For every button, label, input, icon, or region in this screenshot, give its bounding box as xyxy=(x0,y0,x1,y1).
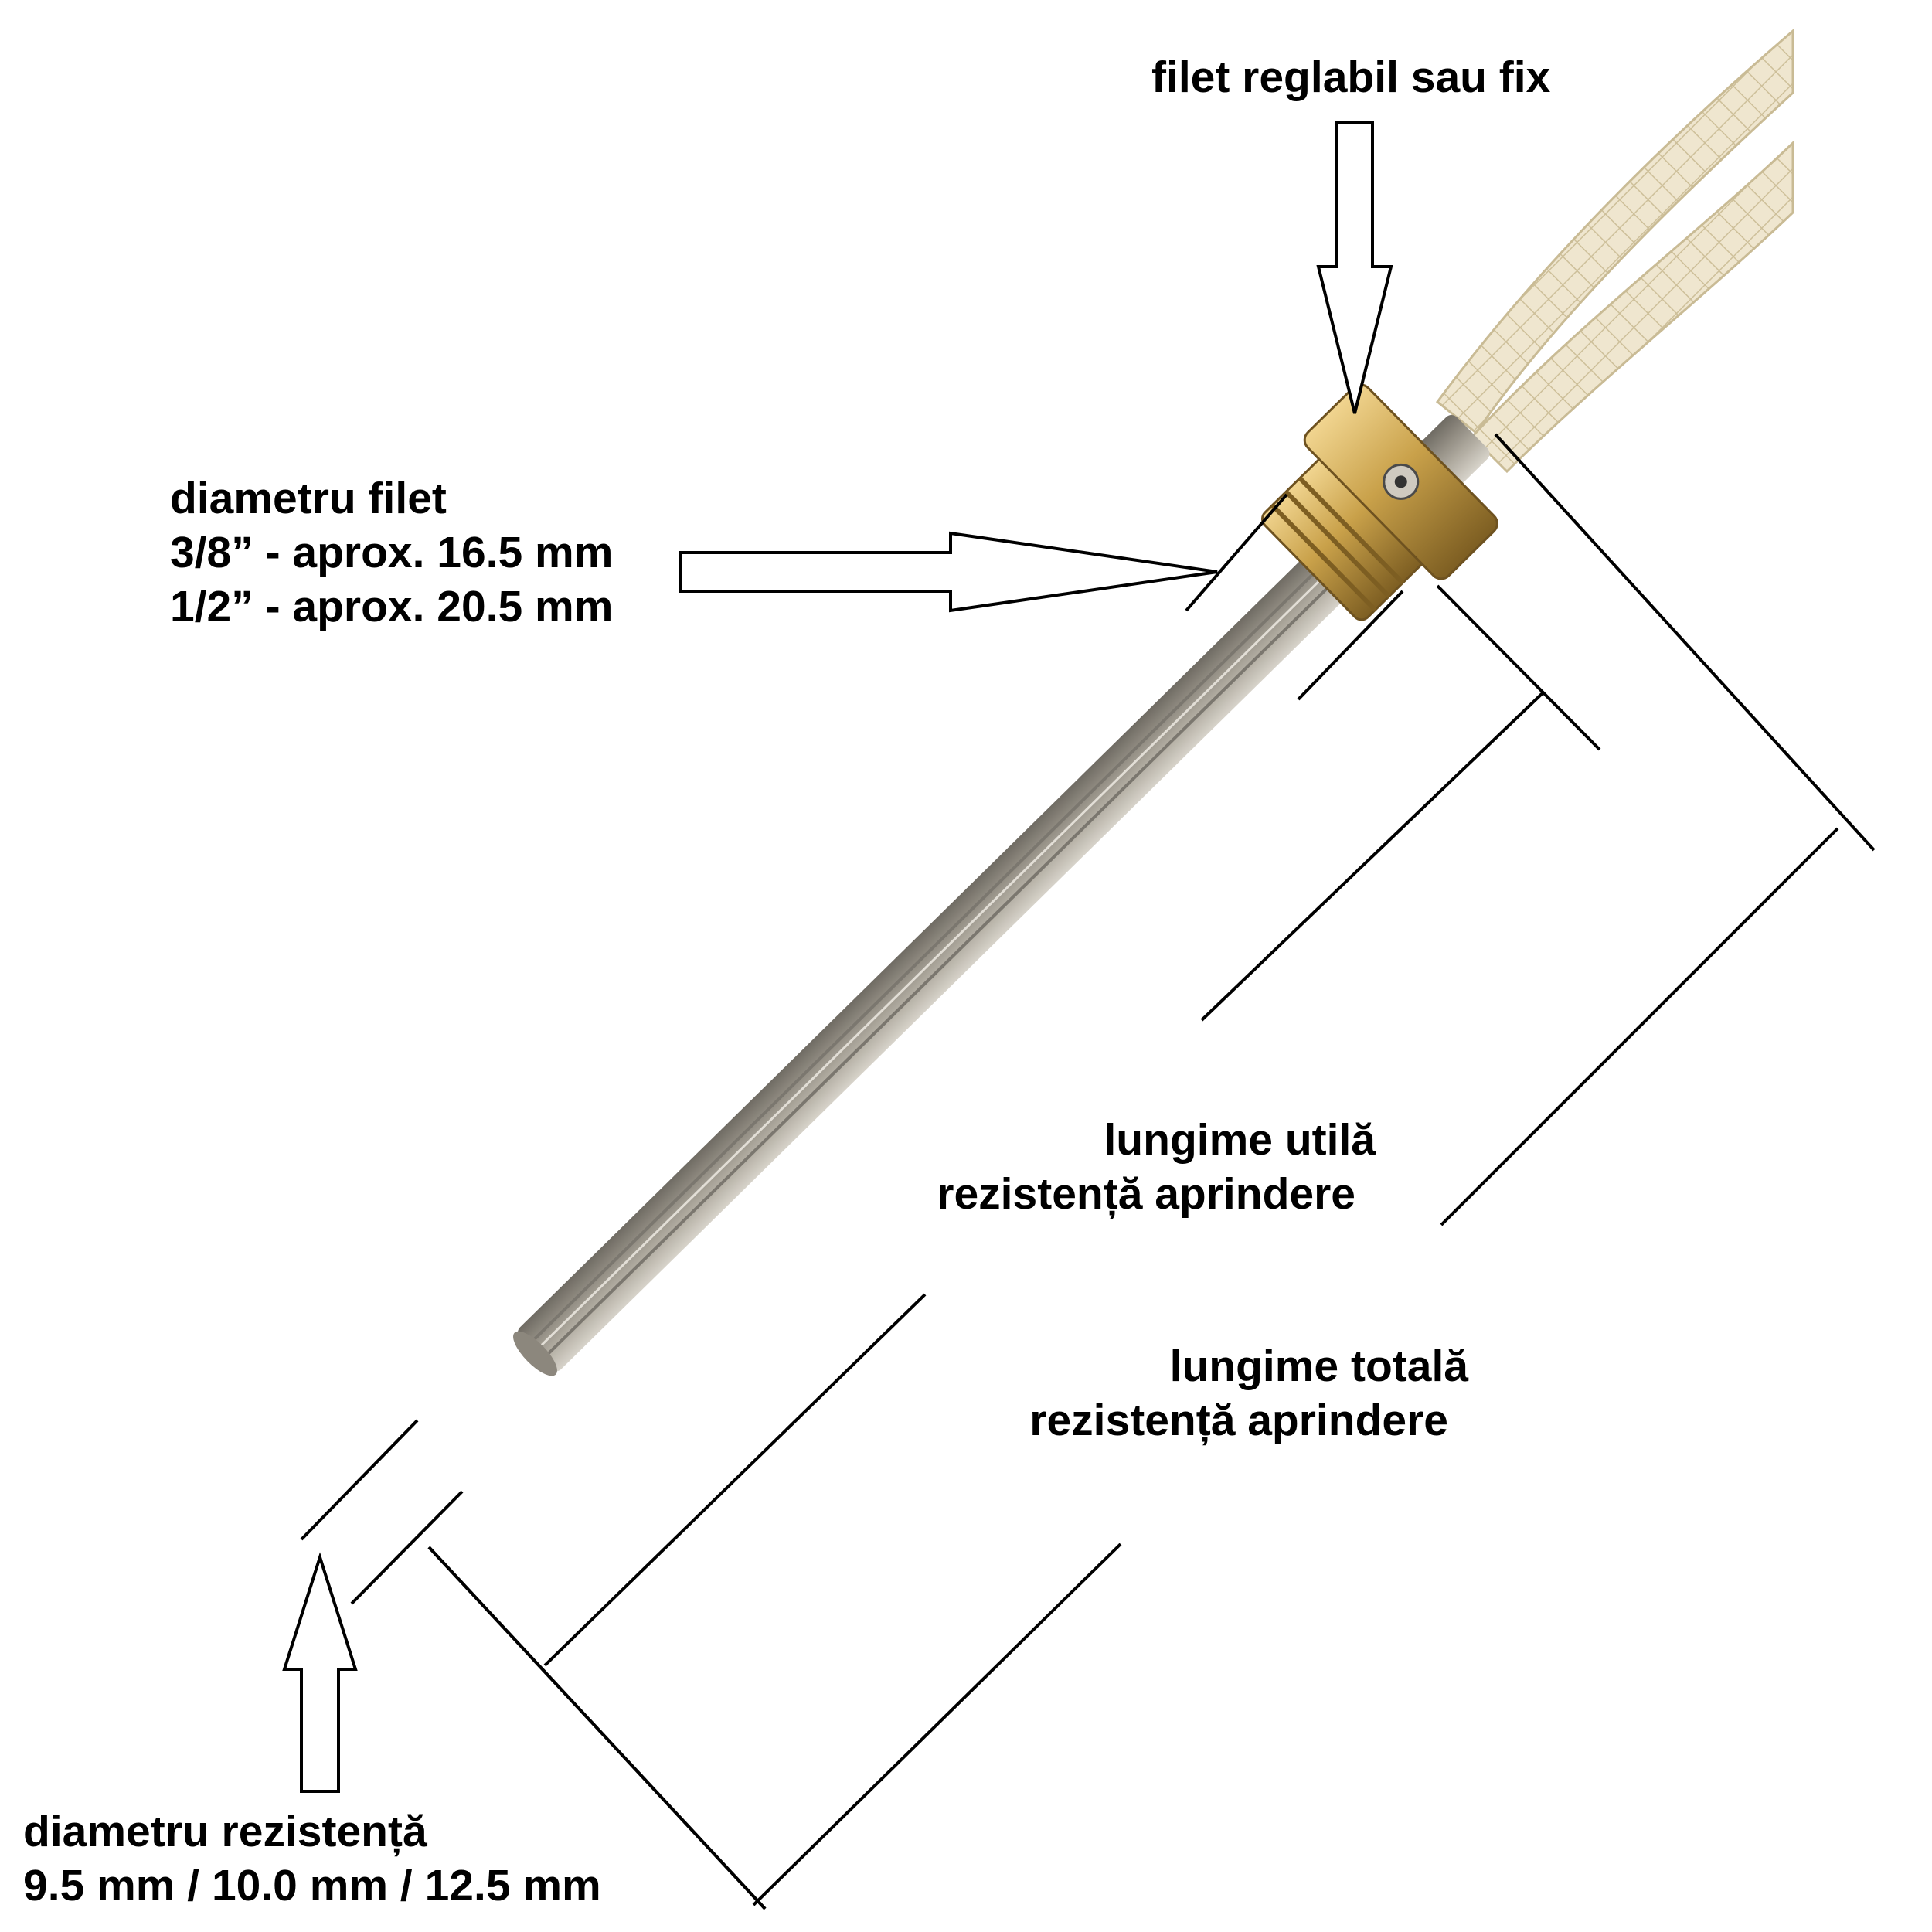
total-length-label: lungime totală rezistență aprindere xyxy=(997,1339,1468,1447)
rod-groove xyxy=(532,543,1345,1342)
thread-ridge xyxy=(1284,490,1391,598)
thread-type-text: filet reglabil sau fix xyxy=(1151,53,1551,102)
thread-type-label: filet reglabil sau fix xyxy=(1151,50,1550,104)
element-diameter-tick xyxy=(350,1490,464,1605)
thread-diameter-tick xyxy=(1297,590,1404,701)
brass-fitting xyxy=(1260,383,1498,621)
total-length-extension xyxy=(1494,433,1876,852)
cable-lower xyxy=(1470,140,1794,474)
thread-diameter-arrow xyxy=(679,531,1218,613)
rod-groove xyxy=(539,549,1351,1349)
useful-length-extension xyxy=(1436,584,1601,751)
element-diameter-title: diametru rezistență xyxy=(23,1807,427,1856)
rod-tip xyxy=(513,1331,557,1376)
thread-ridge xyxy=(1298,476,1405,585)
rod-groove xyxy=(546,557,1359,1356)
total-length-extension xyxy=(427,1546,767,1910)
thread-type-arrow xyxy=(1316,121,1393,414)
element-diameter-label: diametru rezistență 9.5 mm / 10.0 mm / 1… xyxy=(23,1804,601,1913)
thread-diameter-tick xyxy=(1185,493,1288,612)
useful-length-label: lungime utilă rezistență aprindere xyxy=(904,1113,1376,1221)
braided-cables xyxy=(1435,28,1794,474)
element-diameter-tick xyxy=(300,1419,419,1541)
cable-upper xyxy=(1435,28,1794,435)
total-length-line1: lungime totală xyxy=(1169,1342,1468,1391)
useful-length-dimension xyxy=(1200,690,1546,1022)
thread-ridge xyxy=(1270,503,1377,612)
useful-length-line1: lungime utilă xyxy=(1104,1115,1376,1165)
useful-length-dimension xyxy=(543,1293,927,1667)
thread-diameter-title: diametru filet xyxy=(170,474,447,523)
thread-diameter-label: diametru filet 3/8” - aprox. 16.5 mm 1/2… xyxy=(170,471,613,634)
thread-diameter-line2: 1/2” - aprox. 20.5 mm xyxy=(170,582,614,631)
element-diameter-values: 9.5 mm / 10.0 mm / 12.5 mm xyxy=(23,1861,601,1910)
rod-body xyxy=(517,415,1490,1372)
element-diameter-arrow xyxy=(282,1552,358,1793)
thread-diameter-line1: 3/8” - aprox. 16.5 mm xyxy=(170,528,614,577)
total-length-dimension xyxy=(752,1543,1122,1906)
total-length-line2: rezistență aprindere xyxy=(1029,1396,1448,1445)
set-screw-socket xyxy=(1394,475,1407,488)
useful-length-line2: rezistență aprindere xyxy=(937,1169,1355,1219)
total-length-dimension xyxy=(1440,827,1839,1226)
heating-rod xyxy=(513,415,1490,1376)
